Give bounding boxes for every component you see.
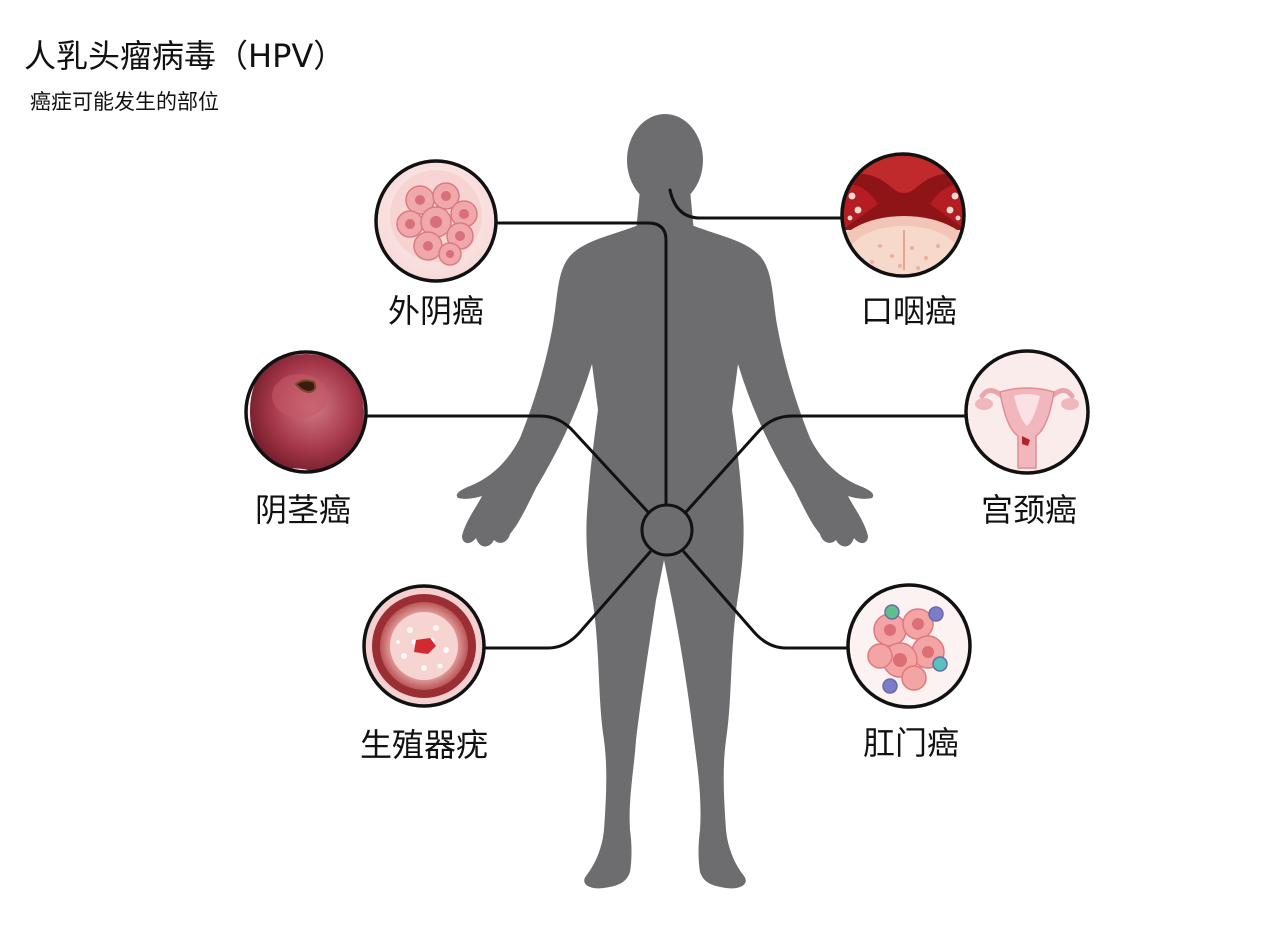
page-subtitle: 癌症可能发生的部位 — [30, 90, 219, 114]
connector-penile — [364, 414, 650, 514]
site-label: 外阴癌 — [388, 292, 484, 330]
connector-hub — [640, 503, 694, 557]
connector-warts — [482, 550, 652, 650]
genital-wart-icon — [372, 594, 476, 698]
connector-cervical — [684, 414, 968, 514]
connector-lines — [364, 188, 968, 650]
site-anal-cancer: 肛门癌 — [846, 583, 972, 762]
oropharynx-icon — [842, 154, 964, 276]
penis-glans-icon — [250, 354, 364, 472]
human-silhouette — [456, 114, 874, 889]
uterus-cervix-icon — [975, 387, 1079, 469]
connector-oropharynx — [668, 188, 844, 220]
site-label: 阴茎癌 — [255, 491, 351, 529]
anal-cancer-cells-icon — [867, 604, 948, 694]
site-label: 口咽癌 — [861, 292, 957, 330]
site-genital-warts: 生殖器疣 — [360, 584, 488, 764]
site-penile-cancer: 阴茎癌 — [244, 350, 368, 529]
site-label: 肛门癌 — [863, 724, 959, 762]
vulvar-tissue-icon — [390, 170, 482, 266]
site-oropharyngeal-cancer: 口咽癌 — [840, 152, 966, 330]
site-label: 宫颈癌 — [981, 491, 1077, 529]
connector-vulvar — [494, 221, 668, 507]
site-cervical-cancer: 宫颈癌 — [964, 349, 1090, 529]
page-title: 人乳头瘤病毒（HPV） — [24, 37, 346, 75]
site-label: 生殖器疣 — [360, 726, 488, 764]
site-vulvar-cancer: 外阴癌 — [374, 159, 498, 330]
connector-anal — [682, 550, 850, 650]
